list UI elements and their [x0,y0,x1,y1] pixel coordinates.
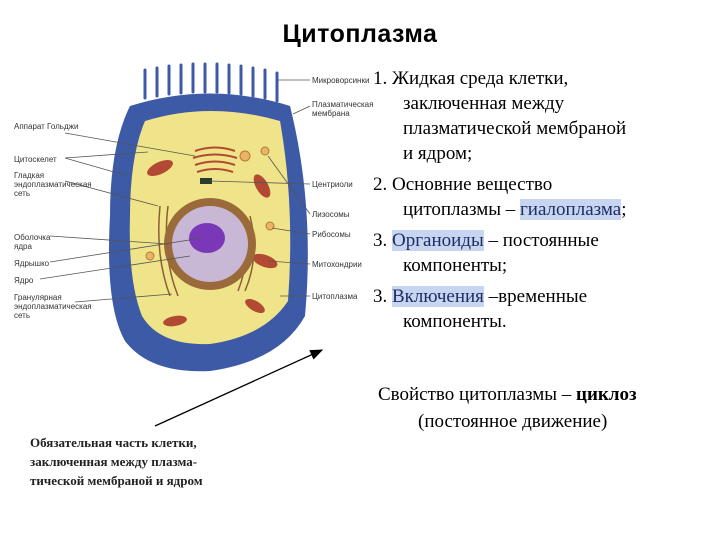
lysosomes [145,146,275,261]
cyclosis-explanation: (постоянное движение) [418,411,608,432]
point-3-text: – постоянные [483,230,599,251]
point-4-text: –временные [483,286,588,307]
caption-line2: заключенная между плазма- [30,454,198,469]
point-2-suffix: ; [621,199,627,220]
nucleolus [189,223,225,253]
caption-line3: тической мембраной и ядром [30,473,203,488]
label-rough-er: Гранулярная эндоплазматическая сеть [14,293,92,320]
label-golgi: Аппарат Гольджи [14,122,79,131]
label-smooth-er: Гладкая эндоплазматическая сеть [14,171,92,198]
golgi-apparatus [192,146,238,173]
point-2-line1: 2. Основние вещество [373,174,553,195]
leader-lines [39,79,311,303]
point-1-line4: и ядром; [403,143,473,164]
point-4: 3. Включения –временные компоненты. [373,284,713,334]
label-nuclear-envelope: Оболочка ядра [14,233,51,251]
cell-diagram: Аппарат Гольджи Цитоскелет Гладкая эндоп… [10,56,373,381]
term-cyclosis: циклоз [576,384,637,405]
caption-line1: Обязательная часть клетки, [30,435,197,450]
microvilli [143,62,279,103]
point-1: 1. Жидкая среда клетки, заключенная межд… [373,66,713,166]
term-hyaloplasm: гиалоплазма [520,199,622,220]
slide-title: Цитоплазма [282,20,438,48]
label-mitochondria: Митохондрии [312,260,362,269]
label-microvilli: Микроворсинки [312,76,370,85]
label-centrioles: Центриоли [312,180,353,189]
label-cytoskeleton: Цитоскелет [14,155,57,164]
point-4-line2: компоненты. [403,311,507,332]
mitochondria [147,159,278,327]
definition-list: 1. Жидкая среда клетки, заключенная межд… [373,66,713,340]
label-nucleus: Ядро [14,276,34,285]
point-1-line1: 1. Жидкая среда клетки, [373,68,569,89]
term-inclusions: Включения [392,286,484,307]
point-3-line2: компоненты; [403,255,508,276]
term-organelles: Органоиды [392,230,484,251]
label-ribosomes: Рибосомы [312,230,351,239]
cytoplasm-caption: Обязательная часть клетки, заключенная м… [30,433,290,490]
label-lysosomes: Лизосомы [312,210,350,219]
label-plasma-membrane: Плазматическая мембрана [312,100,374,118]
label-cytoplasm: Цитоплазма [312,292,358,301]
cyclosis-prefix: Свойство цитоплазмы – [378,384,577,405]
point-1-line2: заключенная между [403,93,565,114]
point-2-prefix: цитоплазмы – [403,199,520,220]
point-2-line2: цитоплазмы – гиалоплазма; [373,197,713,222]
centrioles [200,178,212,184]
label-nucleolus: Ядрышко [14,259,50,268]
cell-illustration [39,62,311,372]
point-3: 3. Органоиды – постоянные компоненты; [373,228,713,278]
point-3-number: 3. [373,230,392,251]
point-1-line3: плазматической мембраной [403,118,627,139]
point-4-number: 3. [373,286,392,307]
point-2: 2. Основние вещество цитоплазмы – гиалоп… [373,172,713,222]
cyclosis-note: Свойство цитоплазмы – циклоз (постоянное… [378,381,713,435]
